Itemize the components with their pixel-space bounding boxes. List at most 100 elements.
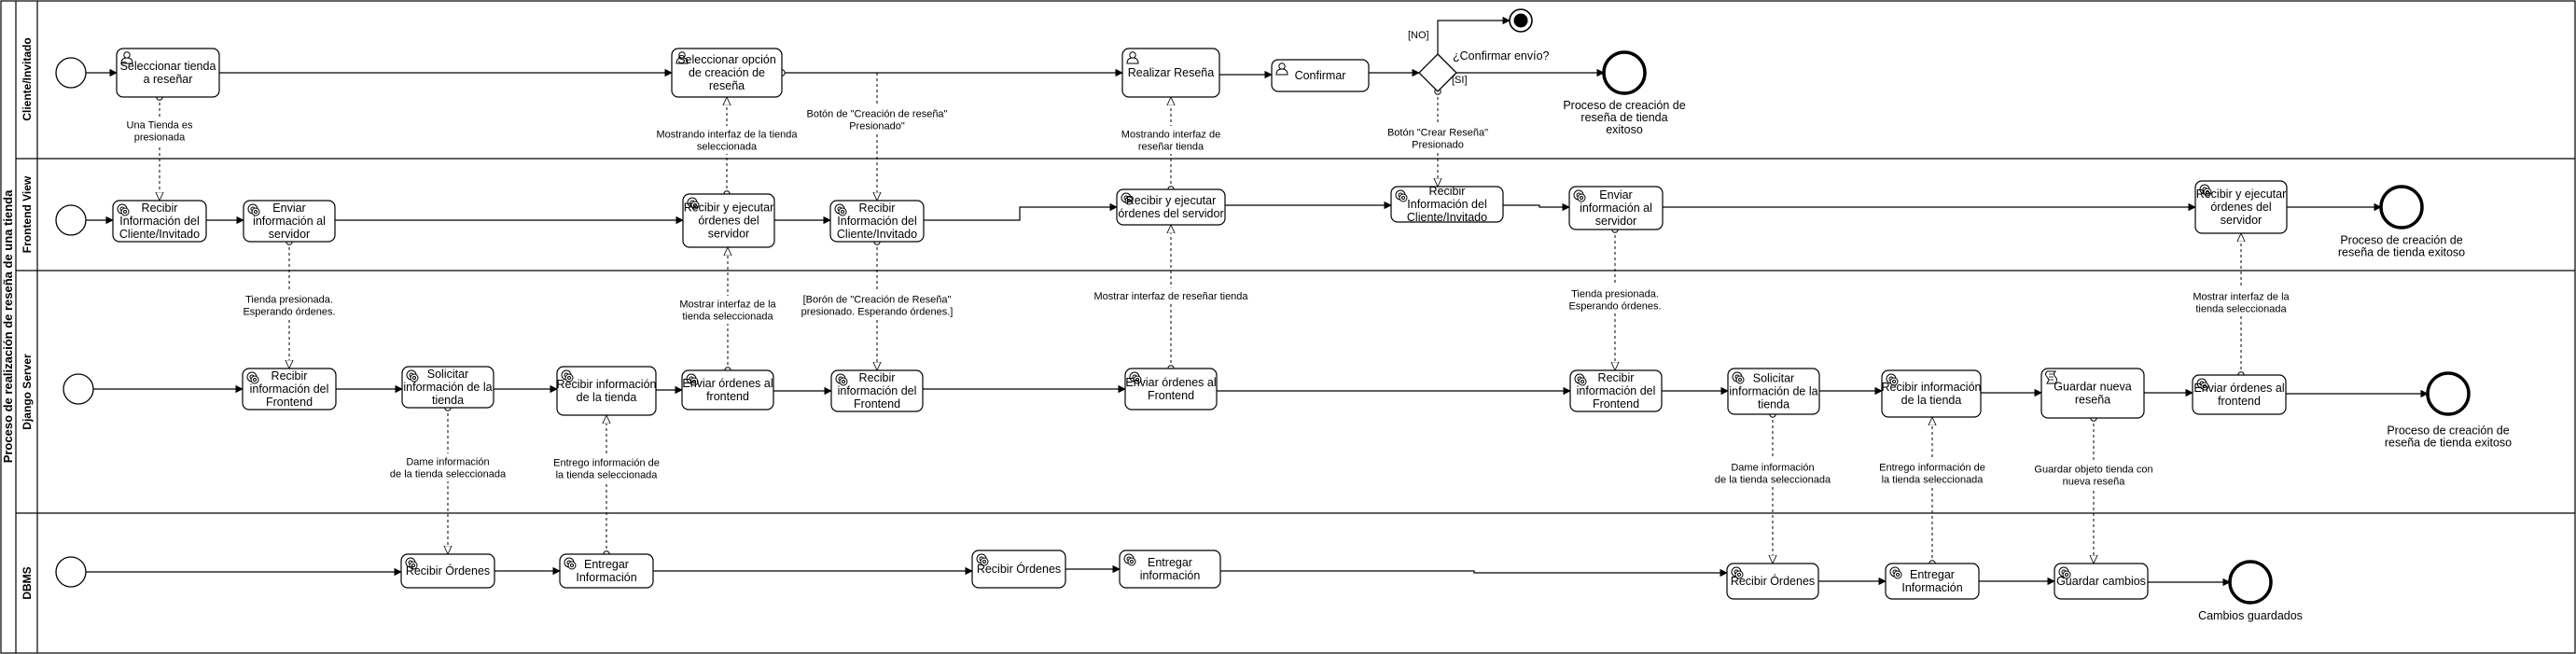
task-label: tienda — [1758, 398, 1789, 411]
gateway: ¿Confirmar envío?[NO][SI] — [1408, 30, 1550, 92]
task-label: Frontend — [854, 397, 900, 410]
task-label: información del — [1577, 384, 1656, 397]
end-event-label: Proceso de creación de — [2340, 234, 2462, 247]
task-b7[interactable]: Guardar cambios — [2054, 563, 2149, 600]
gear-icon — [1123, 553, 1136, 566]
task-label: órdenes del servidor — [1118, 207, 1223, 220]
gear-icon — [405, 557, 418, 570]
sequence-flows — [86, 16, 2429, 587]
task-label: Recibir información — [1882, 381, 1982, 394]
message-flow-label: Tienda presionada. — [245, 295, 333, 306]
gear-icon — [1731, 566, 1744, 579]
task-box — [681, 369, 774, 410]
task-c3[interactable]: Realizar Reseña — [1121, 48, 1220, 98]
task-box — [829, 200, 925, 243]
task-label: a reseñar — [144, 73, 193, 86]
sequence-flow — [924, 202, 1118, 221]
task-label: Guardar cambios — [2056, 575, 2146, 588]
task-label: Recibir — [859, 202, 896, 215]
task-label: tienda — [432, 394, 464, 407]
message-label-bg — [667, 296, 788, 324]
task-box — [682, 193, 775, 248]
message-flow-label: Mostrando interfaz de — [1121, 130, 1220, 141]
message-flow-label: Esperando órdenes. — [243, 307, 335, 318]
gear-icon — [976, 553, 989, 566]
task-label: Frontend — [1148, 389, 1194, 402]
message-flow-label: Botón de "Creación de reseña" — [807, 109, 948, 120]
gear-icon — [2196, 378, 2209, 391]
task-box — [2194, 180, 2288, 234]
start-event-django — [63, 373, 94, 405]
task-label: reseña — [2075, 394, 2110, 407]
task-label: Recibir — [142, 202, 178, 215]
gear-icon — [246, 371, 259, 384]
task-label: Recibir y ejecutar — [2196, 188, 2287, 201]
task-b1[interactable]: Recibir Órdenes — [400, 553, 495, 589]
message-label-bg — [2026, 461, 2162, 489]
task-label: Cliente/Invitado — [1407, 211, 1487, 224]
task-label: Confirmar — [1295, 69, 1346, 82]
task-label: Frontend — [266, 396, 313, 409]
task-b3[interactable]: Recibir Órdenes — [971, 550, 1066, 589]
task-label: Cliente/Invitado — [837, 228, 917, 241]
lane-title-frontend: Frontend View — [21, 175, 34, 253]
task-label: Entregar — [584, 558, 629, 571]
gear-icon — [564, 557, 577, 570]
task-label: Recibir — [272, 369, 308, 383]
task-box — [243, 200, 336, 243]
message-label-bg — [2180, 288, 2302, 316]
task-box — [1881, 369, 1982, 418]
task-box — [401, 366, 494, 409]
exclusive-gateway[interactable] — [1418, 53, 1457, 92]
task-label: servidor — [269, 228, 310, 241]
task-label: información al — [1580, 202, 1652, 215]
task-label: servidor — [1595, 215, 1636, 228]
task-b5[interactable]: Recibir Órdenes — [1726, 563, 1819, 600]
sequence-flow — [1220, 568, 1728, 577]
gear-icon — [1889, 566, 1902, 579]
message-flow-label: Una Tienda es — [127, 120, 193, 132]
message-flow-label: Mostrar interfaz de la — [679, 299, 776, 311]
end-event-label: Proceso de creación de — [1563, 99, 1685, 112]
task-label: órdenes del — [698, 215, 759, 228]
end-event-django — [2426, 371, 2471, 416]
task-box — [2040, 368, 2145, 419]
message-flow-label: la tienda seleccionada — [1882, 475, 1984, 486]
message-flow-label: Mostrar interfaz de reseñar tienda — [1093, 291, 1248, 302]
gateway-no-label: [NO] — [1408, 30, 1429, 41]
message-label-bg — [1705, 459, 1841, 487]
message-flow-label: presionada — [134, 132, 186, 144]
task-label: Seleccionar tienda — [120, 60, 216, 73]
message-flow-label: Presionado — [1412, 140, 1464, 151]
message-label-bg — [798, 105, 956, 133]
task-box — [556, 366, 657, 416]
message-flow-label: Mostrar interfaz de la — [2193, 292, 2290, 303]
task-c4[interactable]: Confirmar — [1271, 59, 1370, 92]
task-label: Entregar — [1910, 568, 1955, 581]
gear-icon — [406, 369, 419, 383]
